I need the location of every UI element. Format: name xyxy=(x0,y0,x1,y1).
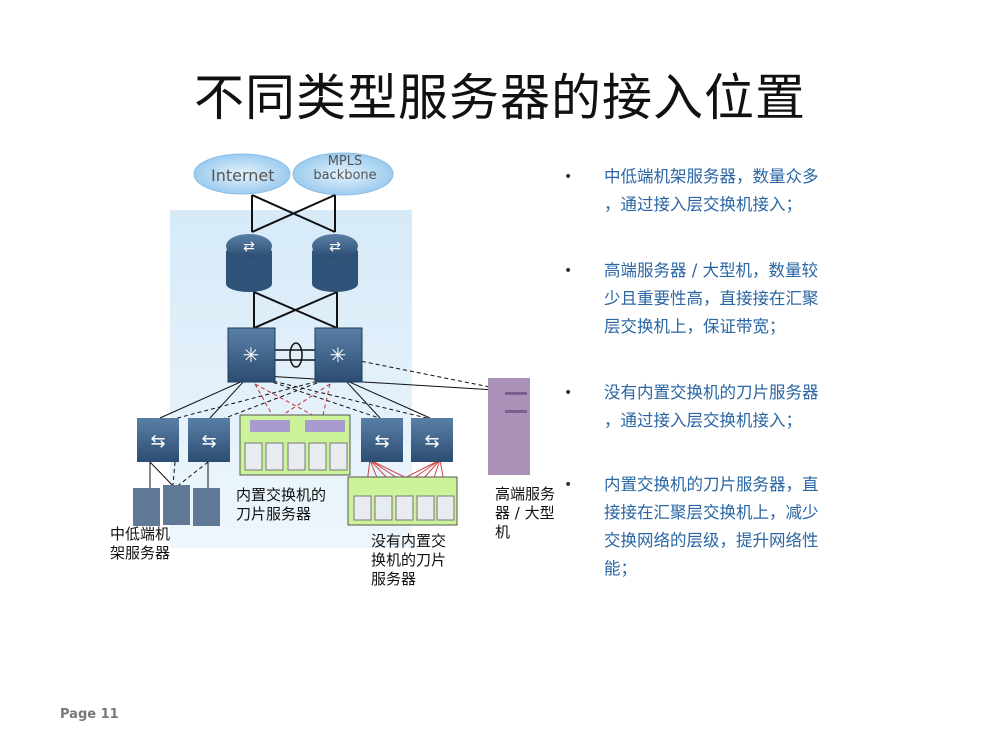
label-line: 高端服务 xyxy=(495,485,556,503)
access-switch-icon: ⇆ xyxy=(361,418,403,462)
core-switch-icon: ✳ xyxy=(314,327,363,383)
label-line: 架服务器 xyxy=(110,544,171,562)
label-line: 机 xyxy=(495,523,511,541)
bullet-line: 内置交换机的刀片服务器，直 xyxy=(604,475,819,494)
access-switch-icon: ⇆ xyxy=(188,418,230,462)
bullet-line: 没有内置交换机的刀片服务器 xyxy=(604,383,819,402)
svg-text:⇆: ⇆ xyxy=(150,431,165,452)
bullet-line: ，通过接入层交换机接入； xyxy=(604,411,802,430)
mainframe-icon xyxy=(488,378,530,475)
bullet-list: • 中低端机架服务器，数量众多 ，通过接入层交换机接入； • 高端服务器 / 大… xyxy=(560,163,880,583)
bullet-line: 层交换机上，保证带宽； xyxy=(604,317,786,336)
svg-text:⇆: ⇆ xyxy=(201,431,216,452)
backbone-line: backbone xyxy=(313,168,377,183)
router-icon: ⇄ xyxy=(226,234,272,292)
label-blade-with-switch: 内置交换机的 刀片服务器 xyxy=(236,486,326,524)
svg-text:⇄: ⇄ xyxy=(243,239,255,255)
bullet-line: ，通过接入层交换机接入； xyxy=(604,195,802,214)
cloud-internet xyxy=(193,153,291,195)
svg-text:⇄: ⇄ xyxy=(329,239,341,255)
bullet-line: 中低端机架服务器，数量众多 xyxy=(604,167,819,186)
label-mainframe: 高端服务 器 / 大型 机 xyxy=(495,485,555,542)
blade-chassis-without-switch xyxy=(347,476,458,526)
bullet-item: • 中低端机架服务器，数量众多 ，通过接入层交换机接入； xyxy=(560,163,880,219)
bullet-icon: • xyxy=(564,477,573,493)
svg-text:⇆: ⇆ xyxy=(424,431,439,452)
label-blade-without-switch: 没有内置交 换机的刀片 服务器 xyxy=(371,532,446,589)
rack-server-icon xyxy=(133,485,220,526)
svg-text:⇆: ⇆ xyxy=(374,431,389,452)
page-number: Page 11 xyxy=(60,707,119,722)
slide-title: 不同类型服务器的接入位置 xyxy=(194,69,806,127)
access-switch-icon: ⇆ xyxy=(137,418,179,462)
bullet-icon: • xyxy=(564,169,573,185)
bullet-item: • 高端服务器 / 大型机，数量较 少且重要性高，直接接在汇聚 层交换机上，保证… xyxy=(560,257,880,341)
cloud-mpls xyxy=(292,152,394,196)
mpls-line: MPLS xyxy=(327,154,363,169)
bullet-line: 少且重要性高，直接接在汇聚 xyxy=(604,289,819,308)
bullet-line: 接接在汇聚层交换机上，减少 xyxy=(604,503,819,522)
bullet-line: 高端服务器 / 大型机，数量较 xyxy=(604,261,819,280)
bullet-line: 能； xyxy=(604,559,637,578)
label-line: 器 / 大型 xyxy=(495,504,555,522)
label-line: 没有内置交 xyxy=(371,532,447,550)
access-switch-icon: ⇆ xyxy=(411,418,453,462)
label-line: 换机的刀片 xyxy=(371,551,447,569)
svg-text:✳: ✳ xyxy=(243,343,260,367)
cloud-label-mpls: MPLS backbone xyxy=(312,155,378,183)
bullet-item: • 没有内置交换机的刀片服务器 ，通过接入层交换机接入； xyxy=(560,379,880,435)
bullet-line: 交换网络的层级，提升网络性 xyxy=(604,531,819,550)
label-line: 刀片服务器 xyxy=(236,505,312,523)
blade-chassis-with-switch xyxy=(239,414,351,476)
bullet-item: • 内置交换机的刀片服务器，直 接接在汇聚层交换机上，减少 交换网络的层级，提升… xyxy=(560,471,880,583)
label-line: 中低端机 xyxy=(110,525,171,543)
svg-text:✳: ✳ xyxy=(330,343,347,367)
router-icon: ⇄ xyxy=(312,234,358,292)
label-line: 服务器 xyxy=(371,570,417,588)
cloud-label-internet: Internet xyxy=(211,166,275,185)
bullet-icon: • xyxy=(564,263,573,279)
bullet-icon: • xyxy=(564,385,573,401)
label-rack-servers: 中低端机 架服务器 xyxy=(110,525,170,563)
label-line: 内置交换机的 xyxy=(236,486,327,504)
core-switch-icon: ✳ xyxy=(227,327,276,383)
